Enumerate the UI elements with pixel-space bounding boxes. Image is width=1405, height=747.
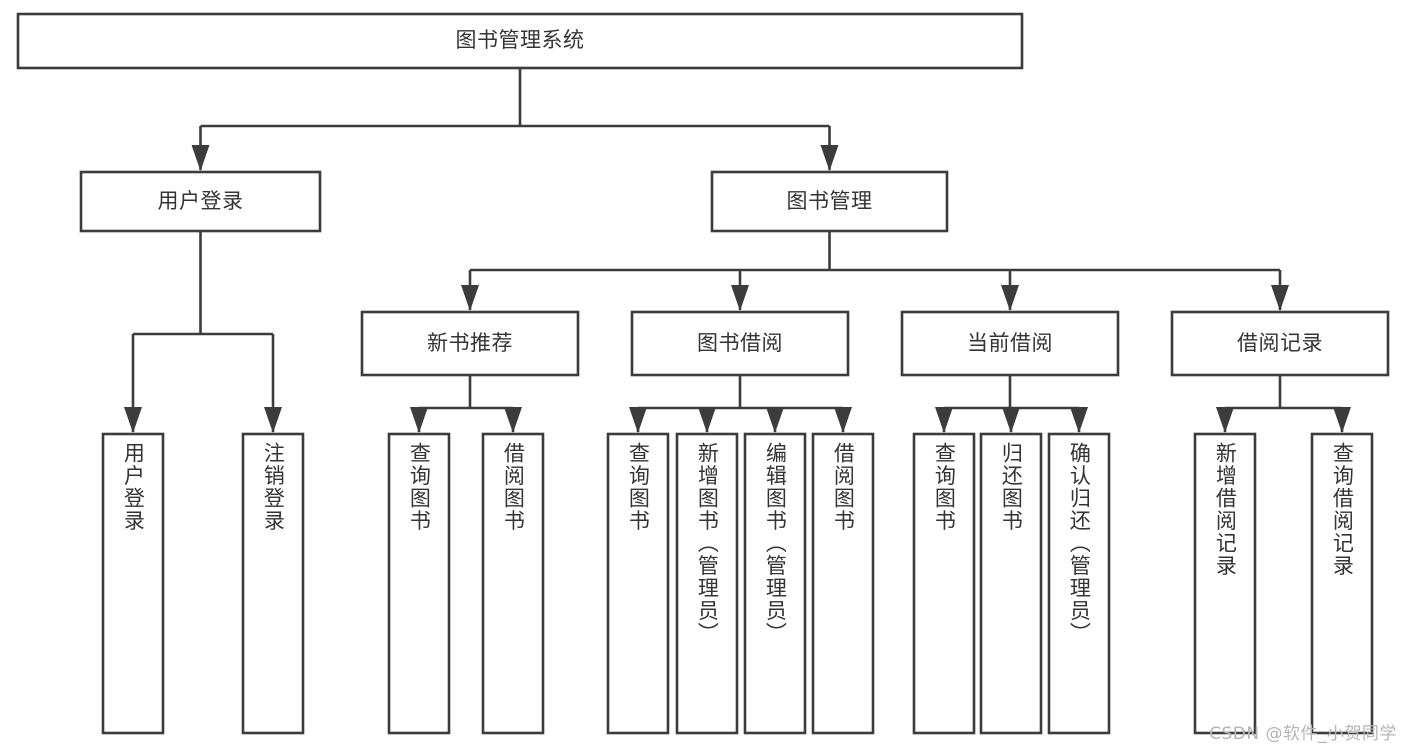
arrow-head-icon xyxy=(124,407,142,433)
node-box-book-borrow[interactable] xyxy=(630,310,850,377)
node-box-leaf-add-record[interactable] xyxy=(1193,432,1257,735)
node-box-borrow-record[interactable] xyxy=(1170,310,1390,377)
arrow-head-icon xyxy=(191,145,210,171)
node-box-leaf-user-logout[interactable] xyxy=(241,432,305,735)
node-box-root[interactable] xyxy=(16,12,1024,70)
arrow-head-icon xyxy=(766,407,784,433)
node-box-book-manage[interactable] xyxy=(710,170,949,233)
arrow-head-icon xyxy=(1216,407,1234,433)
node-box-leaf-query-book[interactable] xyxy=(606,432,670,735)
node-box-current-borrow[interactable] xyxy=(900,310,1120,377)
node-box-leaf-query-book-rec[interactable] xyxy=(387,432,451,735)
arrow-head-icon xyxy=(820,145,839,171)
watermark-text: CSDN @软件_小贺同学 xyxy=(1209,724,1397,744)
arrow-head-icon xyxy=(834,407,852,433)
connector-lines xyxy=(124,68,1351,433)
arrow-head-icon xyxy=(461,285,479,311)
node-box-leaf-return-book[interactable] xyxy=(979,432,1043,735)
node-box-leaf-user-login[interactable] xyxy=(101,432,165,735)
arrow-head-icon xyxy=(1070,407,1088,433)
node-box-leaf-borrow-book-rec[interactable] xyxy=(481,432,545,735)
node-shapes xyxy=(16,12,1390,735)
node-box-leaf-edit-book[interactable] xyxy=(743,432,807,735)
arrow-head-icon xyxy=(731,285,749,311)
arrow-head-icon xyxy=(410,407,428,433)
node-box-leaf-add-book[interactable] xyxy=(675,432,739,735)
arrow-head-icon xyxy=(698,407,716,433)
arrow-head-icon xyxy=(1001,285,1019,311)
node-box-leaf-query-book-cur[interactable] xyxy=(912,432,976,735)
arrow-head-icon xyxy=(504,407,522,433)
node-box-new-book-recommend[interactable] xyxy=(360,310,580,377)
node-box-leaf-borrow-book[interactable] xyxy=(811,432,875,735)
arrow-head-icon xyxy=(629,407,647,433)
arrow-head-icon xyxy=(1002,407,1020,433)
node-box-user-login[interactable] xyxy=(79,170,322,233)
node-box-leaf-query-record[interactable] xyxy=(1310,432,1374,735)
arrow-head-icon xyxy=(264,407,282,433)
node-box-leaf-confirm-return[interactable] xyxy=(1047,432,1111,735)
arrow-head-icon xyxy=(1271,285,1289,311)
arrow-head-icon xyxy=(1333,407,1351,433)
arrow-head-icon xyxy=(935,407,953,433)
